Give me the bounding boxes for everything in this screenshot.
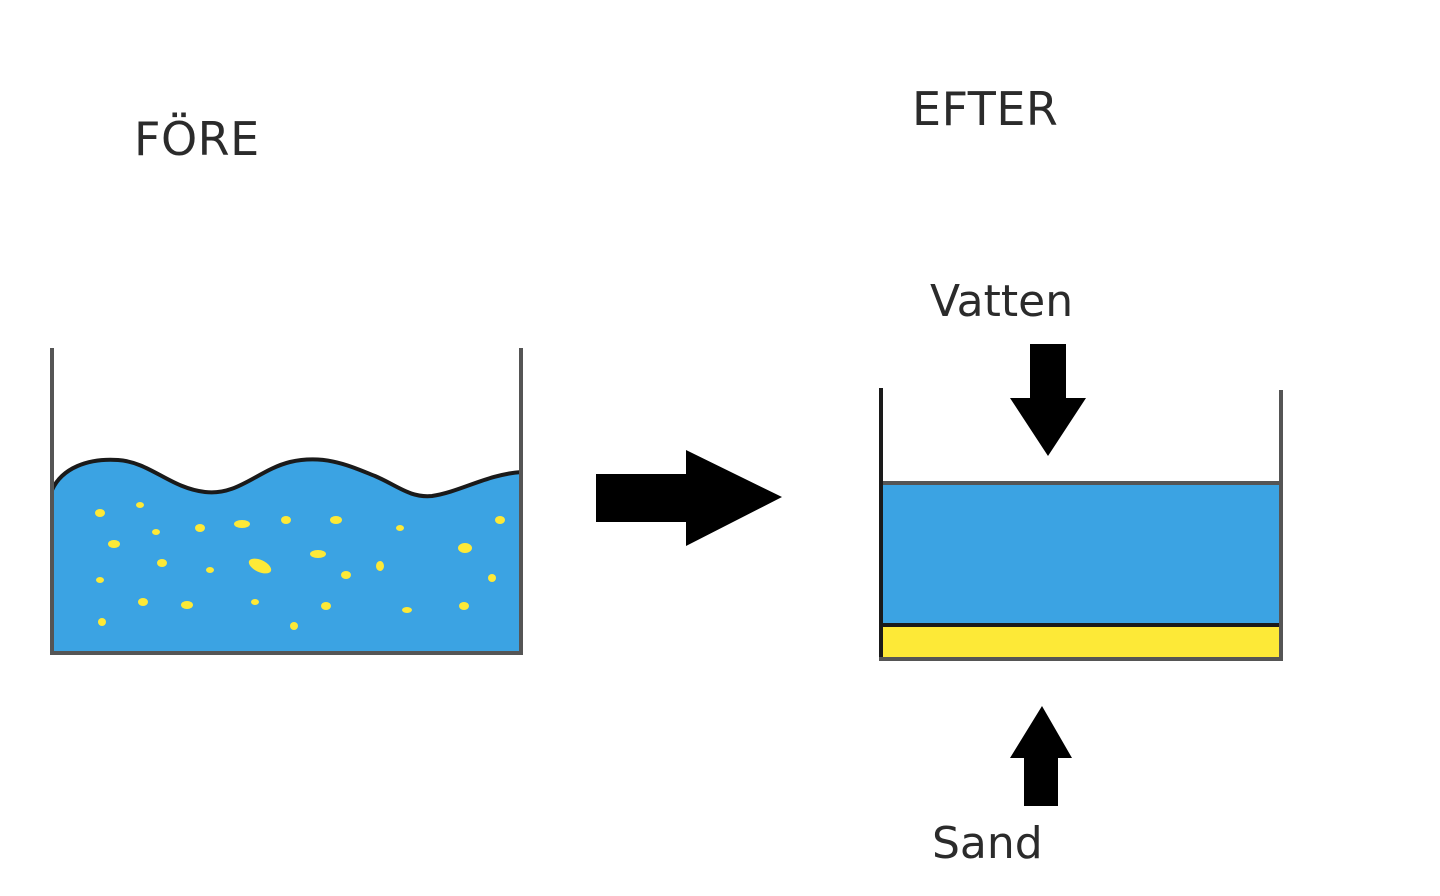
before-label: FÖRE	[134, 112, 260, 166]
after-sand-layer	[882, 626, 1280, 658]
sand-particles	[95, 502, 505, 630]
sand-pointer-arrow	[1010, 706, 1072, 806]
water-label: Vatten	[930, 276, 1074, 327]
process-arrow	[596, 450, 782, 546]
after-label: EFTER	[912, 82, 1059, 136]
after-water-layer	[882, 483, 1280, 625]
sand-label: Sand	[932, 818, 1043, 869]
water-pointer-arrow	[1010, 344, 1086, 456]
before-mixed-water	[52, 459, 522, 652]
before-beaker	[50, 348, 523, 655]
before-water-surface	[50, 457, 523, 499]
after-beaker	[879, 388, 1283, 661]
